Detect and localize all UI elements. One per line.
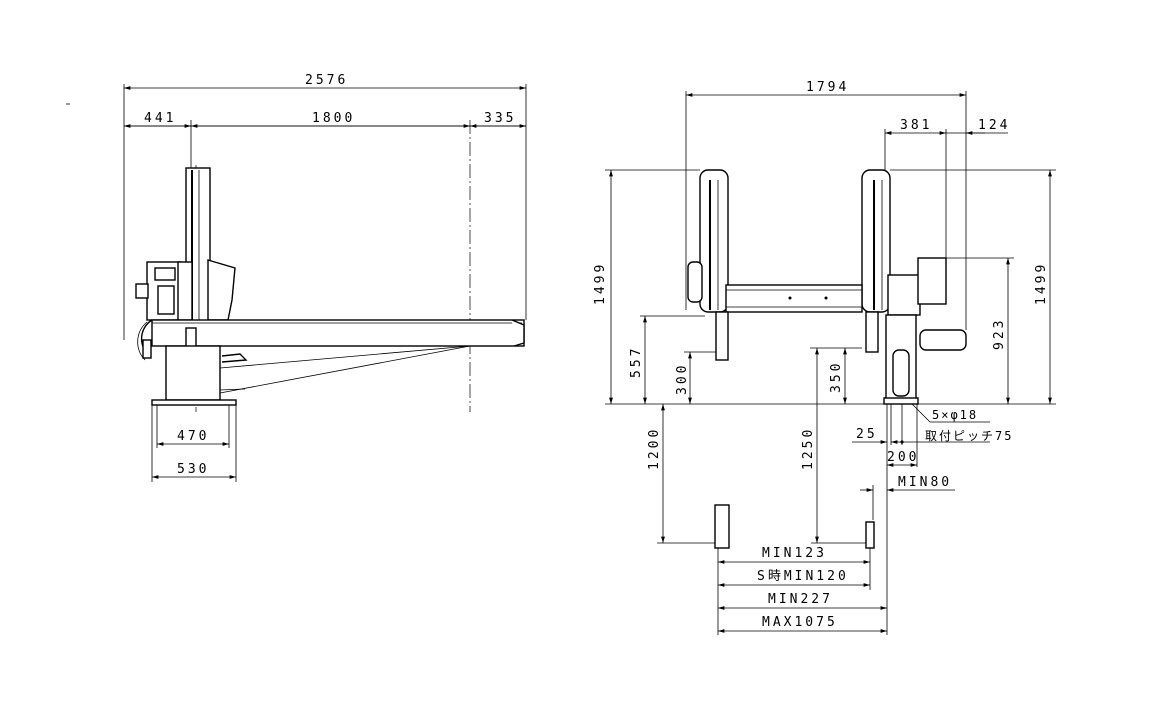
dim-2576: 2576 [305,73,348,88]
dim-1800: 1800 [312,111,355,126]
dim-350: 350 [829,361,844,393]
dim-124: 124 [978,118,1010,133]
dim-1794: 1794 [806,80,849,95]
robot-side-drawing [135,167,525,406]
dim-381: 381 [900,118,932,133]
dim-s-min120: S時MIN120 [757,569,849,584]
dim-923: 923 [992,318,1007,350]
dim-530: 530 [177,462,209,477]
dim-1200: 1200 [647,427,662,470]
mount-holes: 5×φ18 [932,408,978,422]
dim-min80: MIN80 [898,475,952,490]
dim-25: 25 [856,427,878,442]
front-view: 1794 381 124 1499 1499 923 557 300 350 1… [593,80,1056,635]
dim-min123: MIN123 [762,546,827,561]
dim-min227: MIN227 [768,592,833,607]
dim-470: 470 [177,429,209,444]
dim-200: 200 [887,450,919,465]
side-view: 2576 441 1800 335 [123,73,527,482]
dim-441: 441 [144,111,176,126]
dim-335: 335 [484,111,516,126]
dim-1499-left: 1499 [593,262,608,305]
mount-pitch: 取付ピッチ75 [925,429,1013,443]
dim-300: 300 [675,363,690,395]
robot-front-drawing [687,169,967,549]
dim-max1075: MAX1075 [762,615,838,630]
dim-557: 557 [629,346,644,378]
dim-1499-right: 1499 [1034,262,1049,305]
dim-1250: 1250 [801,427,816,470]
